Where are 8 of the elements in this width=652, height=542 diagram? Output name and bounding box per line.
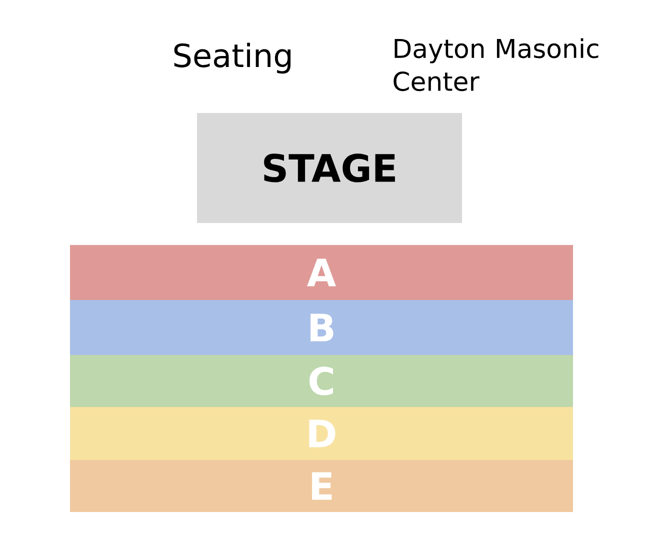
title: Seating: [174, 42, 291, 74]
seating-section: D: [70, 407, 573, 460]
stage-box: STAGE: [197, 113, 462, 223]
seating-section: C: [70, 355, 573, 407]
venue-label: Dayton Masonic Center: [394, 38, 598, 92]
seating-section: E: [70, 460, 573, 512]
seating-section: B: [70, 300, 573, 355]
seating-section: A: [70, 245, 573, 300]
